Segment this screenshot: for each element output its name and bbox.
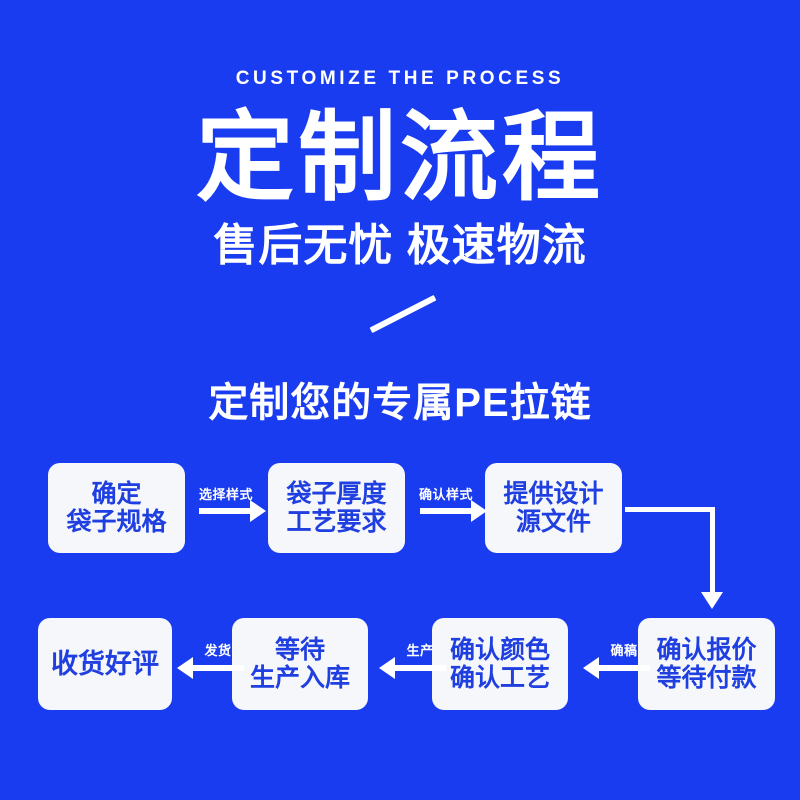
- arrow-down-icon: [701, 592, 723, 609]
- page-subtitle: 售后无忧 极速物流: [213, 221, 587, 270]
- flow-step-line: 确认报价: [656, 636, 757, 664]
- flow-step-line: 确定: [91, 480, 142, 508]
- elbow-connector-horizontal-segment: [625, 507, 715, 512]
- connector-label-select-style: 选择样式: [198, 487, 253, 502]
- flow-step-receive-and-review[interactable]: 收货好评: [38, 618, 172, 710]
- flow-step-line: 确认颜色: [449, 636, 550, 664]
- flow-step-provide-design-source[interactable]: 提供设计 源文件: [485, 463, 622, 553]
- flow-step-bag-thickness-craft[interactable]: 袋子厚度 工艺要求: [268, 463, 405, 553]
- flow-step-line: 生产入库: [249, 664, 350, 692]
- flow-step-line: 收货好评: [51, 648, 159, 679]
- lead-text: 定制您的专属PE拉链: [208, 381, 592, 425]
- arrow-left-icon-production: [379, 657, 446, 679]
- flow-step-line: 确认工艺: [449, 664, 550, 692]
- connector-label-shipping: 发货: [204, 643, 232, 658]
- flow-step-line: 袋子厚度: [286, 480, 387, 508]
- arrow-right-icon-confirm-style: [420, 500, 487, 522]
- diagonal-slash-icon: [369, 294, 437, 334]
- flow-step-confirm-quote-await-payment[interactable]: 确认报价 等待付款: [638, 618, 775, 710]
- page-title: 定制流程: [195, 102, 604, 212]
- flow-step-confirm-color-craft[interactable]: 确认颜色 确认工艺: [432, 618, 568, 710]
- flow-step-line: 工艺要求: [286, 508, 387, 536]
- arrow-left-icon-confirm-draft: [583, 657, 650, 679]
- eyebrow-text: CUSTOMIZE THE PROCESS: [235, 68, 565, 89]
- connector-label-production: 生产: [406, 643, 434, 658]
- connector-label-confirm-style: 确认样式: [418, 487, 473, 502]
- flow-step-line: 等待: [274, 636, 325, 664]
- flow-step-await-production-stock[interactable]: 等待 生产入库: [232, 618, 368, 710]
- arrow-left-icon-shipping: [177, 657, 244, 679]
- arrow-right-icon-select-style: [199, 500, 266, 522]
- flow-step-line: 等待付款: [656, 664, 757, 692]
- flow-step-confirm-bag-spec[interactable]: 确定 袋子规格: [48, 463, 185, 553]
- elbow-connector-vertical-segment: [710, 507, 715, 595]
- flow-step-line: 源文件: [515, 508, 591, 536]
- connector-label-confirm-draft: 确稿: [610, 643, 638, 658]
- flow-step-line: 提供设计: [503, 480, 604, 508]
- flow-step-line: 袋子规格: [66, 508, 167, 536]
